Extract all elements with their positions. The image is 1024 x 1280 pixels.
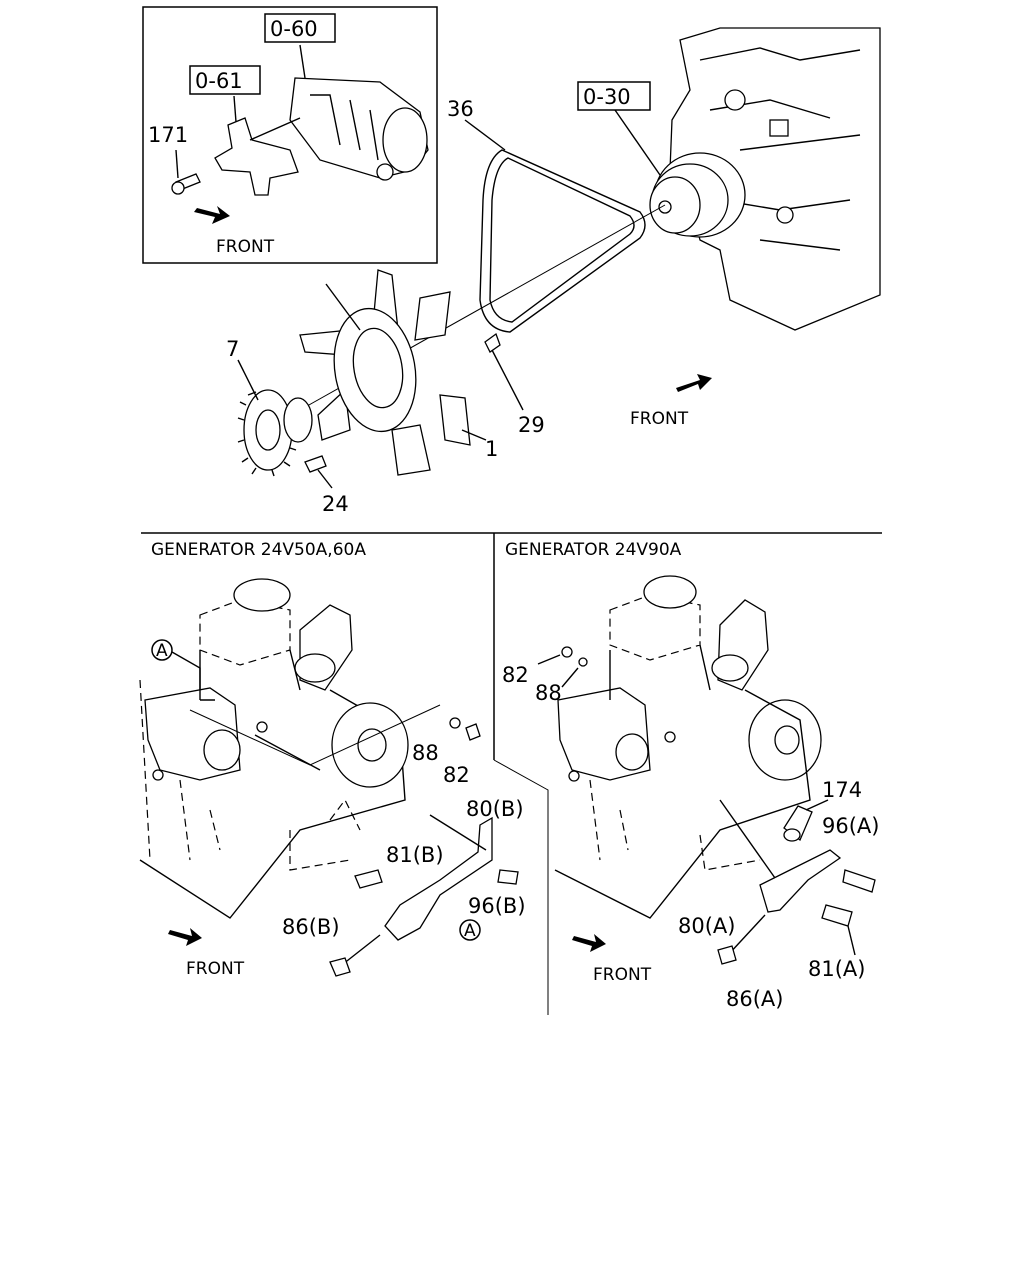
starter-bracket-drawing <box>214 95 301 196</box>
part-82-label: 82 <box>443 763 470 787</box>
crank-pulley-drawing <box>649 152 746 238</box>
front-arrow-icon <box>572 934 606 952</box>
left-engine-drawing <box>139 578 441 919</box>
part-96a-label: 96(A) <box>822 814 879 838</box>
circle-a-marker <box>459 919 481 941</box>
bolt-81b-drawing <box>354 869 383 889</box>
inset-frame <box>142 6 438 264</box>
circle-a-top-label: A <box>156 641 168 661</box>
right-engine-drawing <box>554 575 822 919</box>
part-82-label: 82 <box>502 663 529 687</box>
part-81b-label: 81(B) <box>386 843 444 867</box>
drive-belt-drawing: 36 <box>447 97 646 333</box>
leader-0-30 <box>614 109 661 176</box>
inset-box: 0-60 0-61 171 FRONT <box>142 6 438 264</box>
circle-a-bottom-label: A <box>464 921 476 941</box>
fan-clutch-drawing <box>237 389 313 477</box>
part-36-label: 36 <box>447 97 474 121</box>
upper-engine-drawing: 0-30 <box>577 27 881 331</box>
bolt-171-drawing <box>171 149 201 195</box>
bolt-86a-drawing <box>717 914 766 965</box>
part-81a-label: 81(A) <box>808 957 865 981</box>
ref-box-0-61 <box>189 65 261 95</box>
cooling-fan-drawing <box>299 269 471 476</box>
starter-motor-drawing <box>289 44 429 181</box>
ref-label-0-60: 0-60 <box>270 17 318 41</box>
front-arrow-icon <box>194 206 230 224</box>
part-86a-label: 86(A) <box>726 987 783 1011</box>
front-arrow-icon <box>168 928 202 946</box>
bolt-29-drawing <box>484 332 524 411</box>
ref-box-0-60 <box>264 13 336 43</box>
bolt-96a-drawing <box>842 869 876 893</box>
nut-82-drawing <box>561 646 573 658</box>
bolt-96b-drawing <box>497 869 519 885</box>
nut-82-drawing <box>465 723 481 741</box>
right-panel-title: GENERATOR 24V90A <box>505 540 682 560</box>
ref-box-0-30 <box>577 81 651 111</box>
washer-88-drawing <box>449 717 461 729</box>
left-panel: GENERATOR 24V50A,60A A 88 82 <box>139 540 526 979</box>
left-front-label: FRONT <box>186 959 245 979</box>
ref-label-0-30: 0-30 <box>583 85 631 109</box>
part-86b-label: 86(B) <box>282 915 340 939</box>
bolt-86b-drawing <box>329 934 381 977</box>
bracket-80a-drawing <box>719 799 842 913</box>
right-panel: GENERATOR 24V90A 82 88 174 <box>502 540 879 1011</box>
front-arrow-icon <box>676 374 712 392</box>
ref-label-0-61: 0-61 <box>195 69 243 93</box>
inset-front-label: FRONT <box>216 237 275 257</box>
circle-a-marker <box>151 639 173 661</box>
washer-88-drawing <box>578 657 588 667</box>
bolt-81a-drawing <box>821 904 853 927</box>
part-80a-label: 80(A) <box>678 914 735 938</box>
part-1-label: 1 <box>485 437 498 461</box>
part-80b-label: 80(B) <box>466 797 524 821</box>
bolt-24-drawing <box>304 455 333 489</box>
part-88-label: 88 <box>412 741 439 765</box>
panel-divider-bottom <box>493 759 549 1015</box>
part-96b-label: 96(B) <box>468 894 526 918</box>
part-174-label: 174 <box>822 778 862 802</box>
part-7-label: 7 <box>226 337 239 361</box>
part-171-label: 171 <box>148 123 188 147</box>
part-24-label: 24 <box>322 492 349 516</box>
spacer-174-drawing <box>783 799 829 842</box>
upper-front-label: FRONT <box>630 409 689 429</box>
part-29-label: 29 <box>518 413 545 437</box>
bracket-80b-drawing <box>384 814 493 941</box>
part-88-label: 88 <box>535 681 562 705</box>
left-panel-title: GENERATOR 24V50A,60A <box>151 540 366 560</box>
right-front-label: FRONT <box>593 965 652 985</box>
